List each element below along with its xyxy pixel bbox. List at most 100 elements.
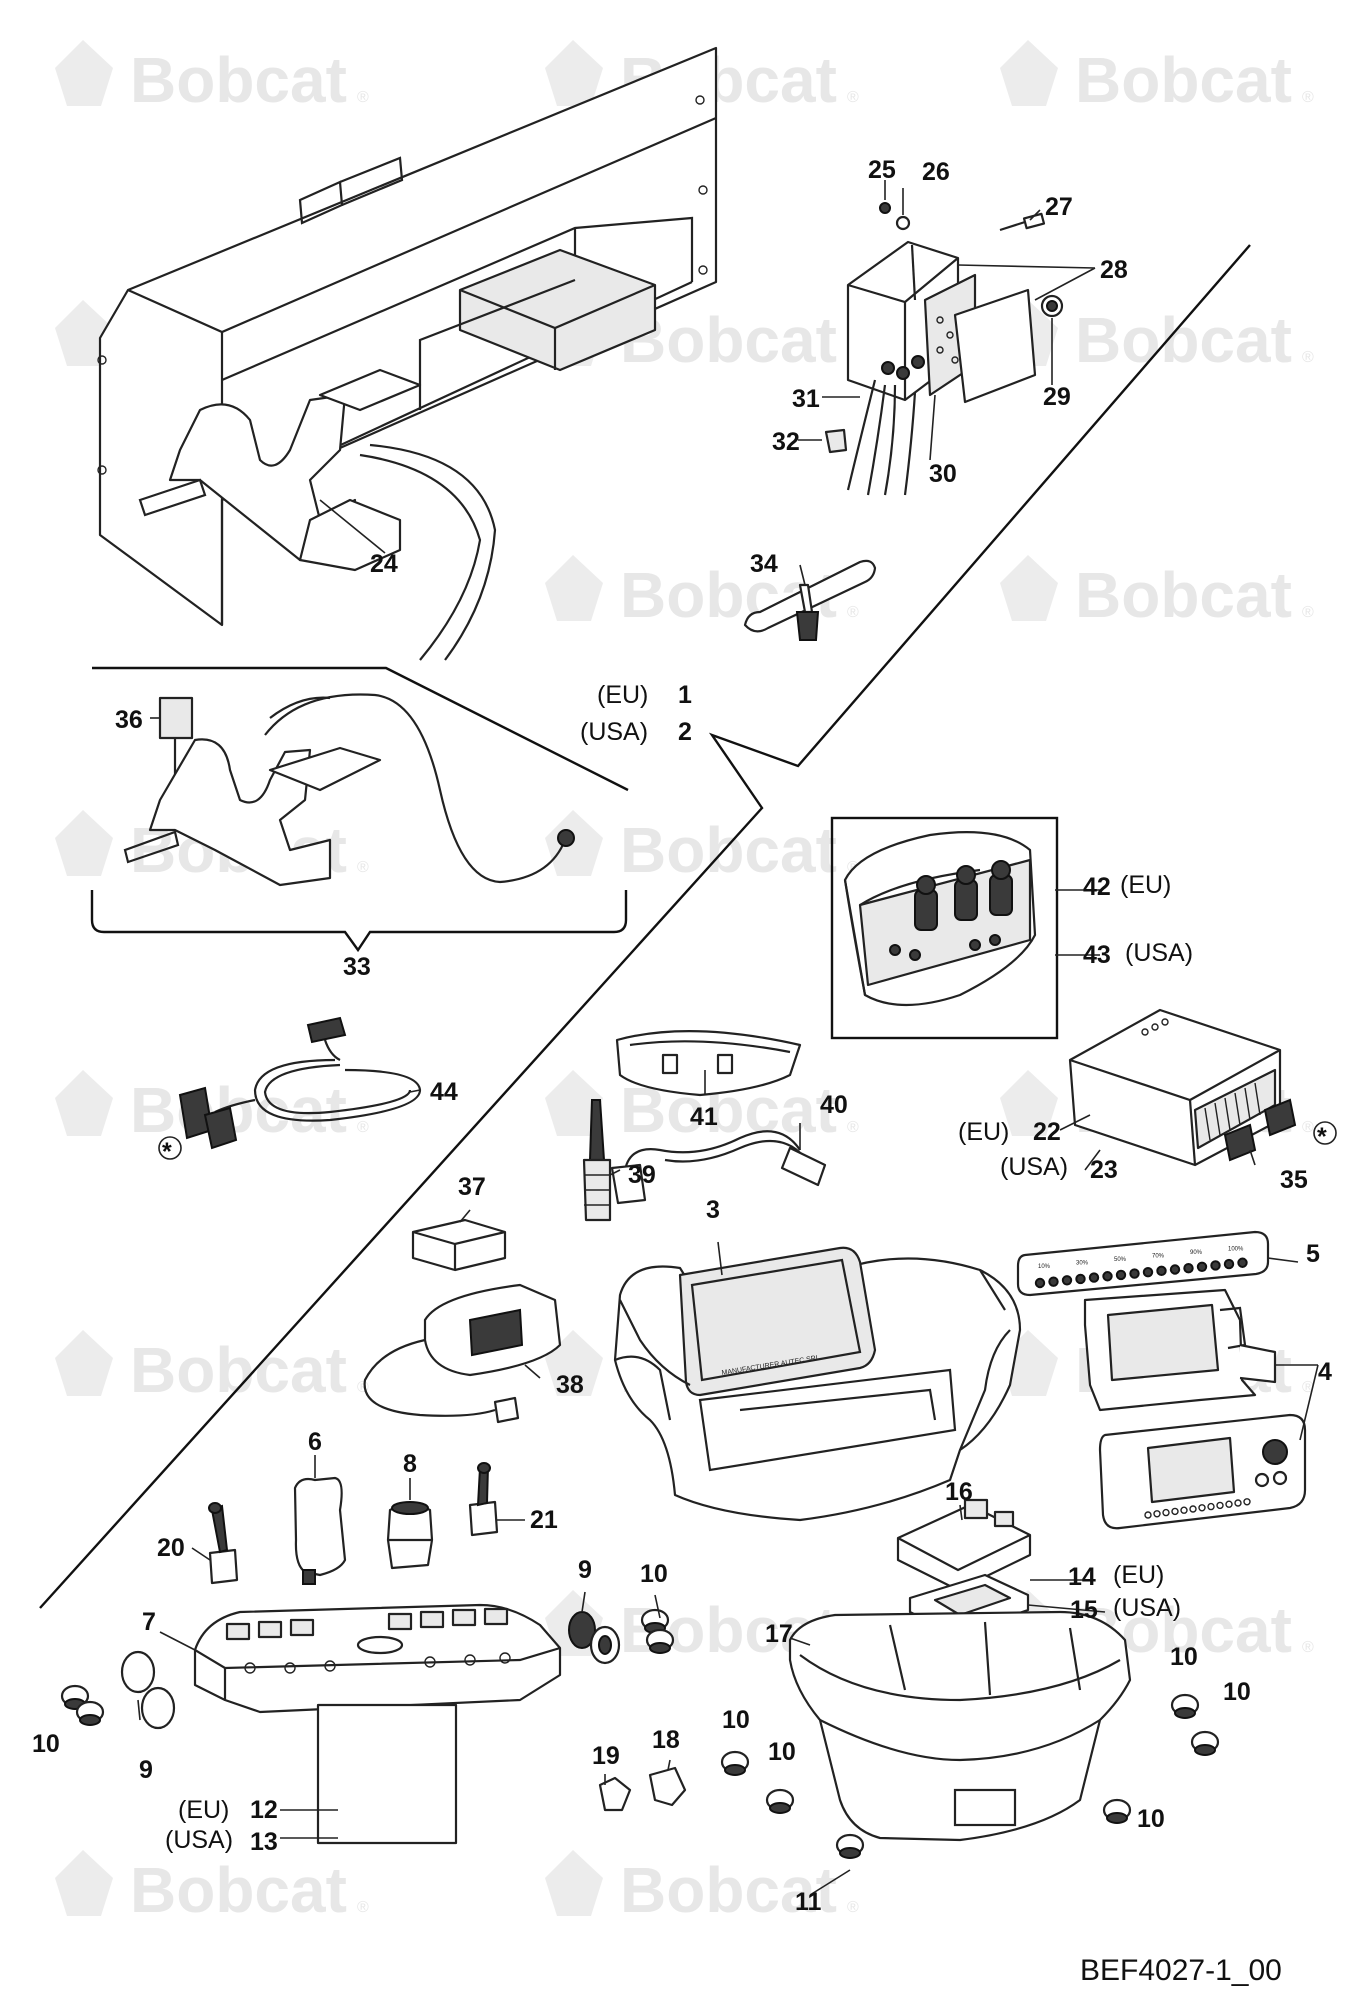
svg-text:®: ®	[357, 1899, 369, 1916]
bottom-housing-17	[788, 1610, 1132, 1842]
button-hole	[464, 1654, 476, 1666]
callout-10a: 10	[640, 1560, 668, 1588]
watermark-logo: Bobcat®	[545, 1850, 859, 1926]
callout-30: 30	[929, 460, 957, 488]
region-usa-43: (USA)	[1125, 939, 1193, 967]
panel-led	[1243, 1498, 1251, 1506]
small-parts	[60, 1608, 1220, 1859]
led-strip-5: 10%30%50%70%90%100%	[1016, 1230, 1270, 1297]
led-scale-label: 30%	[1076, 1261, 1089, 1267]
watermark-logo: Bobcat®	[55, 1070, 369, 1146]
watermark-logo: Bobcat ®	[1000, 40, 1314, 116]
callout-44: 44	[430, 1078, 458, 1106]
push-button-knob	[1102, 1798, 1132, 1824]
callout-37: 37	[458, 1173, 486, 1201]
watermark-text: Bobcat	[1075, 44, 1292, 116]
push-button-knob	[1170, 1693, 1200, 1719]
watermark-text: Bobcat	[620, 814, 837, 886]
strap-34	[743, 559, 877, 641]
panel-led	[1234, 1499, 1242, 1507]
section-dividers	[39, 244, 1251, 1609]
button-hole	[284, 1662, 296, 1674]
region-eu-12: (EU)	[178, 1796, 229, 1824]
ecu-22	[1068, 1008, 1297, 1167]
led-indicator	[1223, 1258, 1235, 1270]
callout-10e: 10	[722, 1706, 750, 1734]
callout-21: 21	[530, 1506, 558, 1534]
svg-text:®: ®	[1302, 89, 1314, 106]
callout-11: 11	[795, 1888, 822, 1916]
cable-40	[610, 1130, 827, 1205]
led-indicator	[1237, 1257, 1248, 1268]
watermark-logo: Bobcat®	[1000, 555, 1314, 631]
callout-7: 7	[142, 1608, 156, 1636]
callout-9b: 9	[139, 1756, 153, 1784]
switch-hole	[225, 1622, 251, 1641]
led-indicator	[1088, 1272, 1100, 1283]
led-scale-label: 70%	[1152, 1254, 1165, 1260]
callout-20: 20	[157, 1534, 185, 1562]
harness-44	[178, 1016, 422, 1150]
callout-12: 12	[250, 1796, 278, 1824]
led-indicator	[1048, 1276, 1059, 1287]
callout-10c: 10	[1223, 1678, 1251, 1706]
watermark-text: Bobcat	[130, 1334, 347, 1406]
push-button-knob	[75, 1700, 105, 1726]
callout-42: 42	[1083, 873, 1111, 901]
callout-4: 4	[1318, 1358, 1332, 1386]
watermark-text: Bobcat	[1075, 304, 1292, 376]
callout-38: 38	[556, 1371, 584, 1399]
drawing-reference: BEF4027-1_00	[1080, 1954, 1282, 1987]
callout-36: 36	[115, 706, 143, 734]
remote-transmitter-42	[843, 831, 1037, 1007]
svg-text:®: ®	[847, 1899, 859, 1916]
svg-text:®: ®	[1302, 349, 1314, 366]
watermark-text: Bobcat	[130, 44, 347, 116]
svg-text:®: ®	[357, 859, 369, 876]
region-eu-1: (EU)	[597, 681, 648, 709]
callout-34: 34	[750, 550, 778, 578]
led-indicator	[1129, 1268, 1140, 1279]
sensor-bracket-33	[123, 693, 575, 887]
callout-41: 41	[690, 1103, 718, 1131]
callout-25: 25	[868, 156, 896, 184]
emergency-stop-8	[386, 1501, 434, 1570]
callout-labels: 25 26 27 28 29 31 32 30 34 24 (EU) 1 (US…	[32, 156, 1337, 1987]
led-indicator	[1075, 1273, 1086, 1285]
panel-led	[1216, 1501, 1224, 1510]
toggle-switch-21	[468, 1462, 499, 1537]
region-usa-23: (USA)	[1000, 1153, 1068, 1181]
svg-text:®: ®	[357, 1119, 369, 1136]
svg-text:®: ®	[847, 1119, 859, 1136]
push-button-knob	[835, 1833, 865, 1859]
region-eu-22: (EU)	[958, 1118, 1009, 1146]
panel-led	[1198, 1504, 1206, 1512]
watermark-text: Bobcat	[620, 304, 837, 376]
callout-14: 14	[1068, 1563, 1096, 1591]
remote-frame	[830, 816, 1059, 1040]
push-button-knob	[720, 1750, 750, 1776]
led-scale-label: 90%	[1190, 1250, 1203, 1256]
callout-33: 33	[343, 953, 371, 981]
svg-text:®: ®	[1302, 1639, 1314, 1656]
switch-hole	[483, 1607, 509, 1626]
callout-15: 15	[1070, 1596, 1098, 1624]
region-eu-42: (EU)	[1120, 871, 1171, 899]
callout-10d: 10	[32, 1730, 60, 1758]
region-usa-15: (USA)	[1113, 1594, 1181, 1622]
switch-hole	[419, 1610, 445, 1629]
panel-led	[1153, 1510, 1161, 1518]
led-indicator	[1196, 1261, 1208, 1273]
housing-3	[613, 1246, 1022, 1522]
seat-bracket-24	[138, 368, 497, 661]
led-indicator	[1102, 1271, 1113, 1282]
callout-19: 19	[592, 1742, 620, 1770]
callout-18: 18	[652, 1726, 680, 1754]
callout-5: 5	[1306, 1240, 1320, 1268]
switch-hole	[289, 1618, 315, 1637]
antenna-39	[582, 1099, 612, 1222]
display-board-4	[1083, 1288, 1277, 1412]
callout-43: 43	[1083, 941, 1111, 969]
callout-8: 8	[403, 1450, 417, 1478]
